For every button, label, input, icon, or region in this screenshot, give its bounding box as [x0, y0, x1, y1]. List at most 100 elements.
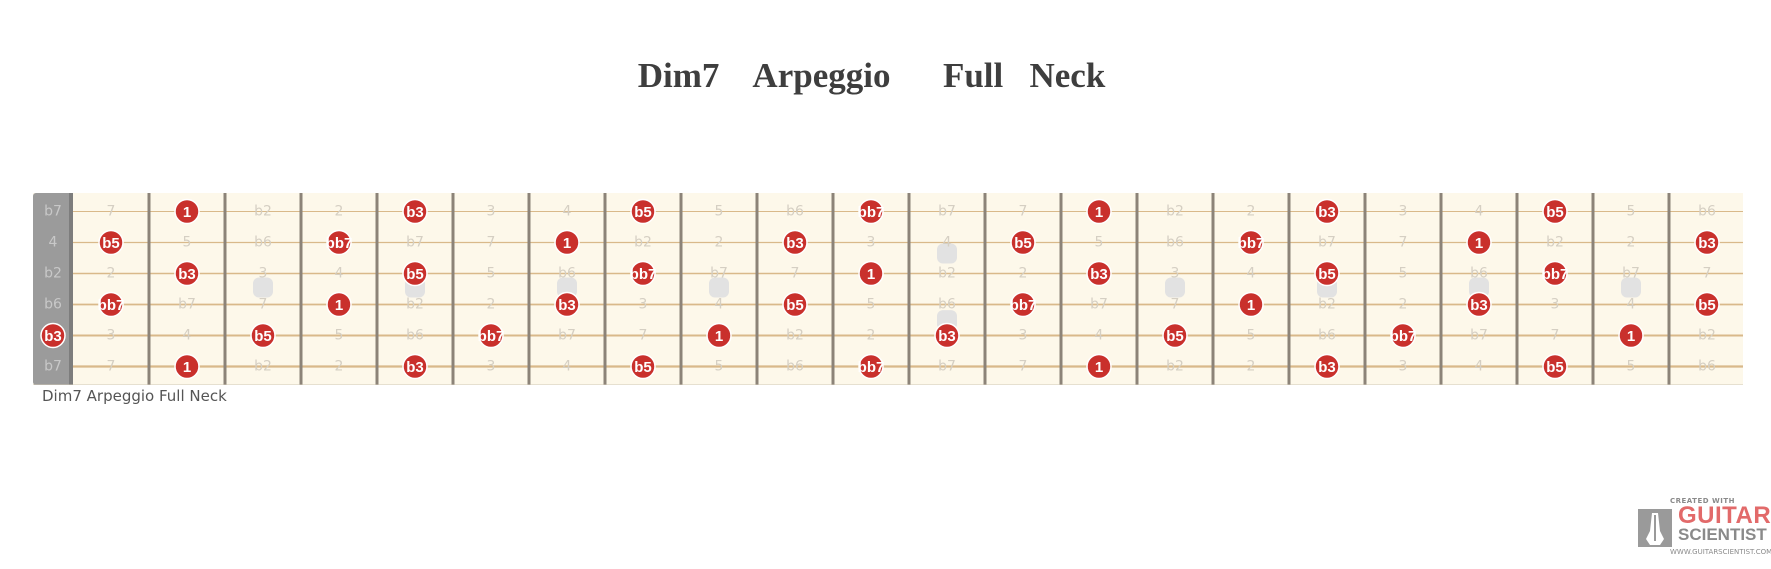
arpeggio-note-marker: [1086, 353, 1112, 380]
arpeggio-note-marker: [1390, 322, 1416, 349]
interval-label: b7: [1470, 328, 1488, 344]
interval-label: 7: [1019, 204, 1028, 220]
arpeggio-note-label: b5: [406, 266, 424, 283]
interval-label: b7: [406, 235, 424, 251]
arpeggio-note-label: b5: [1318, 266, 1336, 283]
interval-label: 3: [107, 328, 116, 344]
arpeggio-note-label: b5: [634, 204, 652, 221]
arpeggio-note-label: 1: [867, 266, 875, 283]
interval-label: 7: [487, 235, 496, 251]
logo-scientist-text: SCIENTIST: [1678, 525, 1767, 544]
interval-label: b2: [786, 328, 804, 344]
fret-inlay-marker: [1165, 277, 1185, 298]
interval-label: 7: [107, 359, 116, 375]
interval-label: 5: [335, 328, 344, 344]
arpeggio-note-marker: [1542, 260, 1568, 287]
interval-label: 2: [1247, 204, 1256, 220]
arpeggio-note-label: b5: [254, 328, 272, 345]
arpeggio-note-label: 1: [563, 235, 571, 252]
arpeggio-note-label: b5: [1546, 359, 1564, 376]
arpeggio-note-marker: [1010, 291, 1036, 318]
arpeggio-note-label: b5: [1014, 235, 1032, 252]
nut-edge: [69, 193, 73, 385]
interval-label: b7: [1090, 297, 1108, 313]
interval-label: 7: [107, 204, 116, 220]
interval-label: 4: [563, 204, 572, 220]
arpeggio-note-marker: [858, 260, 884, 287]
interval-label: 5: [1399, 266, 1408, 282]
interval-label: 4: [563, 359, 572, 375]
arpeggio-note-label: b3: [44, 328, 62, 345]
guitar-scientist-logo: CREATED WITH GUITAR SCIENTIST WWW.GUITAR…: [1636, 497, 1771, 559]
interval-label: b6: [406, 328, 424, 344]
interval-label: 4: [1095, 328, 1104, 344]
fret-inlay-marker: [1469, 277, 1489, 298]
arpeggio-note-marker: [1694, 229, 1720, 256]
interval-label: 2: [1627, 235, 1636, 251]
arpeggio-note-marker: [630, 353, 656, 380]
interval-label: 2: [335, 204, 344, 220]
interval-label: 4: [1247, 266, 1256, 282]
fret-wire: [907, 193, 911, 385]
fret-wire: [1211, 193, 1215, 385]
arpeggio-note-label: b5: [1546, 204, 1564, 221]
fret-wire: [1515, 193, 1519, 385]
arpeggio-note-marker: [478, 322, 504, 349]
interval-label: 5: [1095, 235, 1104, 251]
arpeggio-note-marker: [858, 198, 884, 225]
arpeggio-note-label: 1: [1247, 297, 1255, 314]
nut: [33, 193, 73, 385]
interval-label: b6: [1318, 328, 1336, 344]
fret-wire: [1059, 193, 1063, 385]
interval-label: b6: [1166, 235, 1184, 251]
interval-label: 5: [1627, 204, 1636, 220]
arpeggio-note-marker: [706, 322, 732, 349]
interval-label: 3: [1171, 266, 1180, 282]
arpeggio-note-marker: [782, 229, 808, 256]
arpeggio-note-label: 1: [1475, 235, 1483, 252]
arpeggio-note-label: 1: [1095, 359, 1103, 376]
arpeggio-note-label: bb7: [1542, 266, 1569, 283]
interval-label: b7: [178, 297, 196, 313]
interval-label: b6: [786, 359, 804, 375]
arpeggio-note-label: bb7: [1010, 297, 1037, 314]
arpeggio-note-marker: [554, 229, 580, 256]
interval-label: b2: [1546, 235, 1564, 251]
fret-wire: [1363, 193, 1367, 385]
arpeggio-note-marker: [630, 260, 656, 287]
interval-label: b2: [254, 359, 272, 375]
interval-label: 4: [183, 328, 192, 344]
fretboard-background: [33, 193, 1745, 385]
arpeggio-note-marker: [858, 353, 884, 380]
arpeggio-note-label: b3: [1318, 204, 1336, 221]
fret-wire: [603, 193, 607, 385]
arpeggio-note-marker: [250, 322, 276, 349]
fret-wire: [831, 193, 835, 385]
arpeggio-note-label: 1: [1627, 328, 1635, 345]
logo-created-with: CREATED WITH: [1670, 497, 1735, 505]
fret-wire: [451, 193, 455, 385]
fret-wire: [527, 193, 531, 385]
interval-label: b2: [634, 235, 652, 251]
arpeggio-note-marker: [630, 198, 656, 225]
interval-label: b6: [938, 297, 956, 313]
interval-label: 5: [183, 235, 192, 251]
logo-url: WWW.GUITARSCIENTIST.COM: [1670, 548, 1771, 556]
fret-wire: [375, 193, 379, 385]
arpeggio-note-label: b5: [102, 235, 120, 252]
fretboard-svg: b7 7 1 b2 2 b3 3 4 b5 5 b6 bb7 b7 7 1 b2 2 b3 3 4 b5 5 b6 4 b5 5 b…: [33, 193, 1747, 386]
interval-label: b2: [1166, 359, 1184, 375]
arpeggio-note-label: b3: [786, 235, 804, 252]
interval-label: b2: [406, 297, 424, 313]
interval-label: 7: [1019, 359, 1028, 375]
interval-label: 5: [487, 266, 496, 282]
arpeggio-note-marker: [1466, 229, 1492, 256]
arpeggio-note-marker: [1162, 322, 1188, 349]
fret-inlay-marker: [253, 277, 273, 298]
interval-label: 3: [487, 359, 496, 375]
interval-label: b7: [558, 328, 576, 344]
interval-label: b6: [1698, 204, 1716, 220]
arpeggio-note-label: b3: [1090, 266, 1108, 283]
arpeggio-note-marker: [402, 353, 428, 380]
interval-label: b6: [558, 266, 576, 282]
